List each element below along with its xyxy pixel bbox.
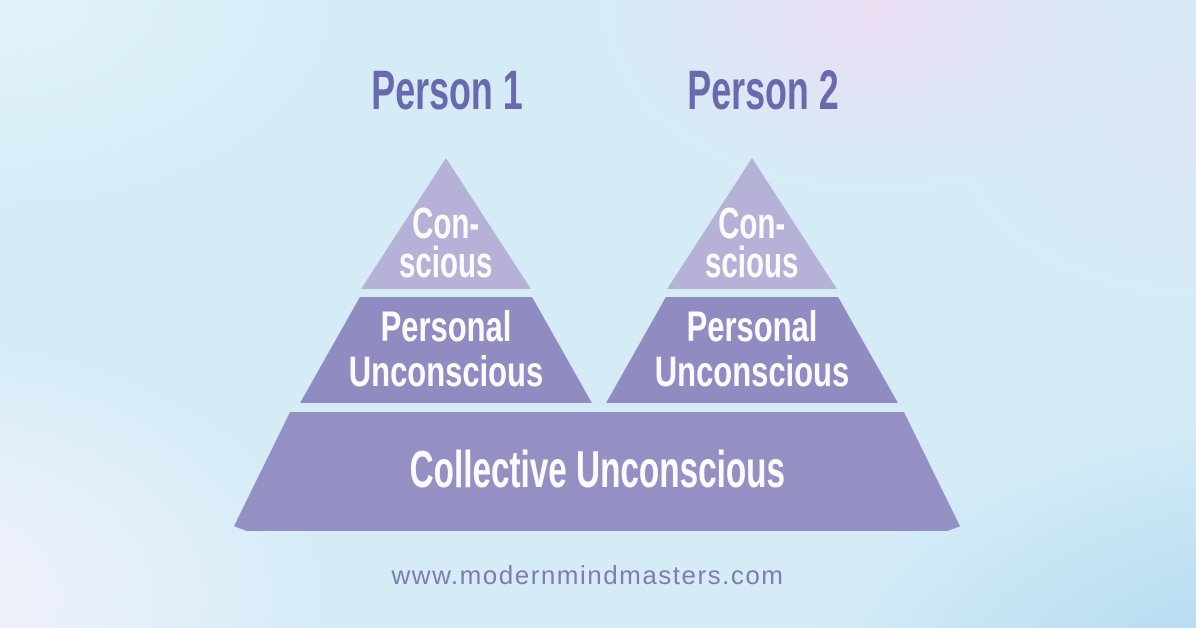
person-1-personal-unconscious-trapezoid: Personal Unconscious xyxy=(300,297,592,403)
person-2-personal-unconscious-label: Personal Unconscious xyxy=(654,303,850,396)
person-2-conscious-label: Con- scious xyxy=(705,199,799,287)
person-2-conscious-triangle: Con- scious xyxy=(667,158,837,289)
website-watermark: www.modernmindmasters.com xyxy=(391,560,785,590)
collective-unconscious-base: Collective Unconscious xyxy=(233,412,961,531)
person-2-personal-unconscious-trapezoid: Personal Unconscious xyxy=(606,297,898,403)
person-1-conscious-label: Con- scious xyxy=(399,199,493,287)
person-1-conscious-triangle: Con- scious xyxy=(361,158,531,289)
person-1-personal-unconscious-label: Personal Unconscious xyxy=(348,303,544,396)
person-1-title: Person 1 xyxy=(371,58,523,121)
person-2-title: Person 2 xyxy=(687,58,839,121)
collective-unconscious-label: Collective Unconscious xyxy=(409,440,785,499)
